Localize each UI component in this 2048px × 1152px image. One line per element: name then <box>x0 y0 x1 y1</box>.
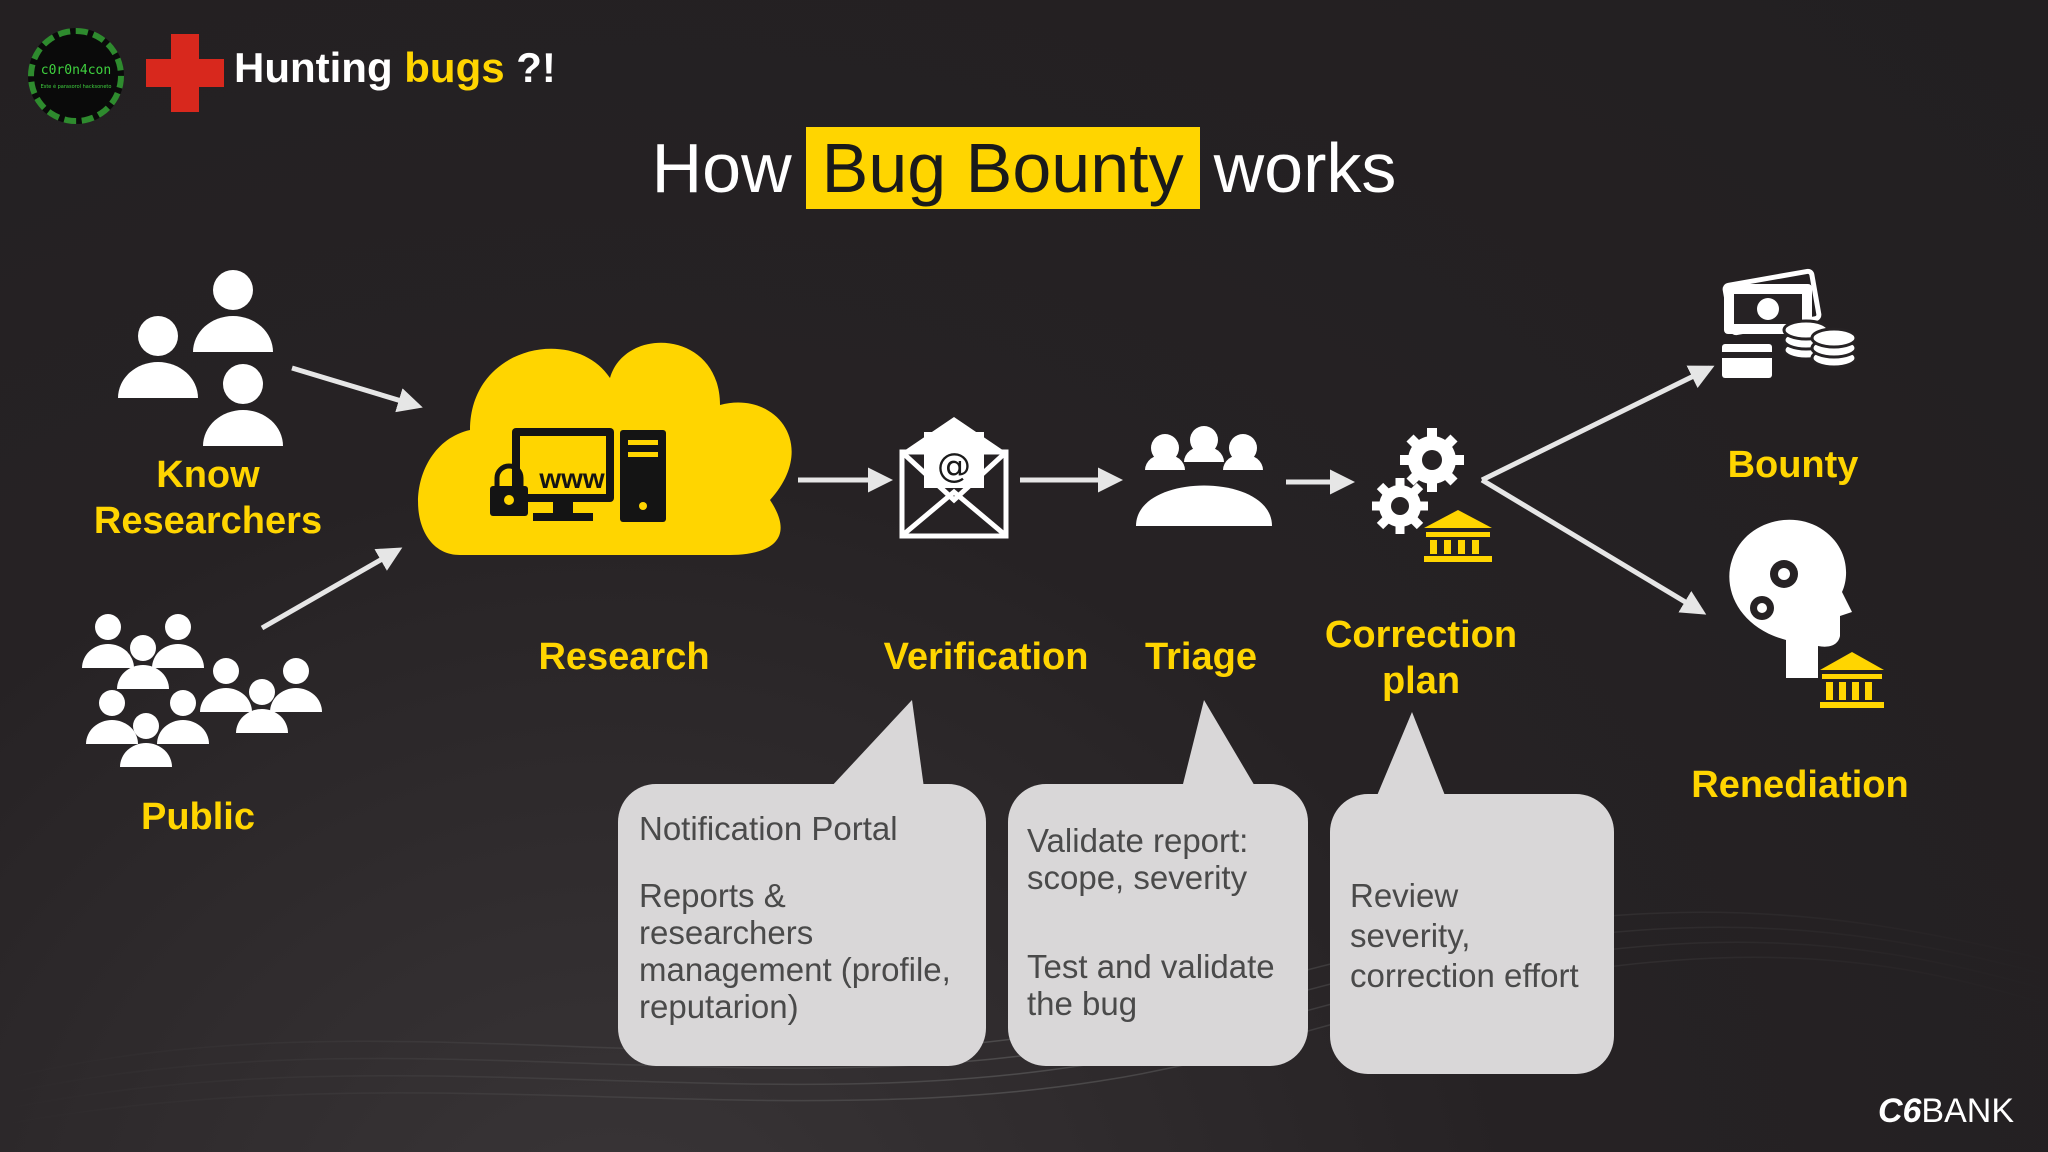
bubble-verification <box>618 700 986 1066</box>
bounty-label: Bounty <box>1727 444 1859 486</box>
public-crowd-icon <box>82 614 322 767</box>
correction-label-line1: Correction <box>1324 614 1518 656</box>
triage-label: Triage <box>1145 636 1257 678</box>
triage-line-c: Test and validate <box>1027 948 1275 985</box>
bank-icon-remediation <box>1820 652 1884 708</box>
correction-line-b: severity, <box>1350 917 1471 954</box>
cloud-www-text: www <box>538 463 605 494</box>
email-at-symbol: @ <box>937 446 971 486</box>
red-cross-icon <box>146 34 224 112</box>
research-cloud-icon <box>418 342 792 555</box>
triage-line-d: the bug <box>1027 985 1138 1022</box>
bubble-triage-text: Validate report: scope, severity Test an… <box>1027 822 1307 1022</box>
known-label-line1: Know <box>156 454 260 496</box>
title-suffix: works <box>1213 129 1397 207</box>
triage-line-a: Validate report: <box>1027 822 1249 859</box>
remediation-label: Renediation <box>1691 764 1909 806</box>
bank-icon-correction <box>1424 510 1492 562</box>
arrow-to-bounty <box>1480 365 1715 483</box>
brand-bold: C6 <box>1877 1092 1922 1130</box>
verification-portal-text: Notification Portal <box>639 810 898 847</box>
known-researchers-label: Know Researchers <box>80 452 336 544</box>
known-label-line2: Researchers <box>93 500 323 542</box>
bubble-verification-text: Notification Portal Reports & researcher… <box>639 810 979 1025</box>
correction-label-line2: plan <box>1381 660 1461 702</box>
triage-line-b: scope, severity <box>1027 859 1248 896</box>
header-title-bugs: bugs <box>404 44 505 91</box>
logo-subtext: Este é parasorol hacksoneto <box>40 83 112 90</box>
verification-line-b: researchers <box>639 914 814 951</box>
head-gears-icon <box>1729 519 1852 678</box>
triage-meeting-icon <box>1136 426 1272 526</box>
research-label: Research <box>538 636 710 678</box>
header-title: Hunting bugs ?! <box>234 44 556 92</box>
verification-line-c: management (profile, <box>639 951 951 988</box>
title-prefix: How <box>651 129 792 207</box>
correction-line-a: Review <box>1350 877 1459 914</box>
arrow-public-to-research <box>260 547 403 631</box>
bubble-correction <box>1330 712 1614 1074</box>
arrow-known-to-research <box>291 365 423 413</box>
arrow-to-remediation <box>1480 477 1707 615</box>
money-bounty-icon <box>1722 268 1858 378</box>
brand-light: BANK <box>1921 1092 2014 1130</box>
correction-plan-label: Correction plan <box>1310 612 1532 704</box>
bubble-triage <box>1008 700 1308 1066</box>
public-label: Public <box>140 796 256 838</box>
bubble-correction-text: Review severity, correction effort <box>1350 876 1610 996</box>
verification-line-a: Reports & <box>639 877 786 914</box>
conference-logo: c0r0n4con Este é parasorol hacksoneto <box>28 28 124 124</box>
logo-text: c0r0n4con <box>40 62 112 78</box>
gears-icon <box>1372 428 1464 534</box>
email-envelope-icon <box>899 416 1009 539</box>
verification-line-d: reputarion) <box>639 988 799 1025</box>
verification-label: Verification <box>883 636 1089 678</box>
header-title-part3: ?! <box>504 44 556 91</box>
header-title-part1: Hunting <box>234 44 405 91</box>
known-researchers-icon <box>118 270 283 446</box>
correction-line-c: correction effort <box>1350 957 1579 994</box>
title-highlight: Bug Bounty <box>805 127 1200 209</box>
c6-bank-logo: C6BANK <box>1878 1092 2014 1131</box>
